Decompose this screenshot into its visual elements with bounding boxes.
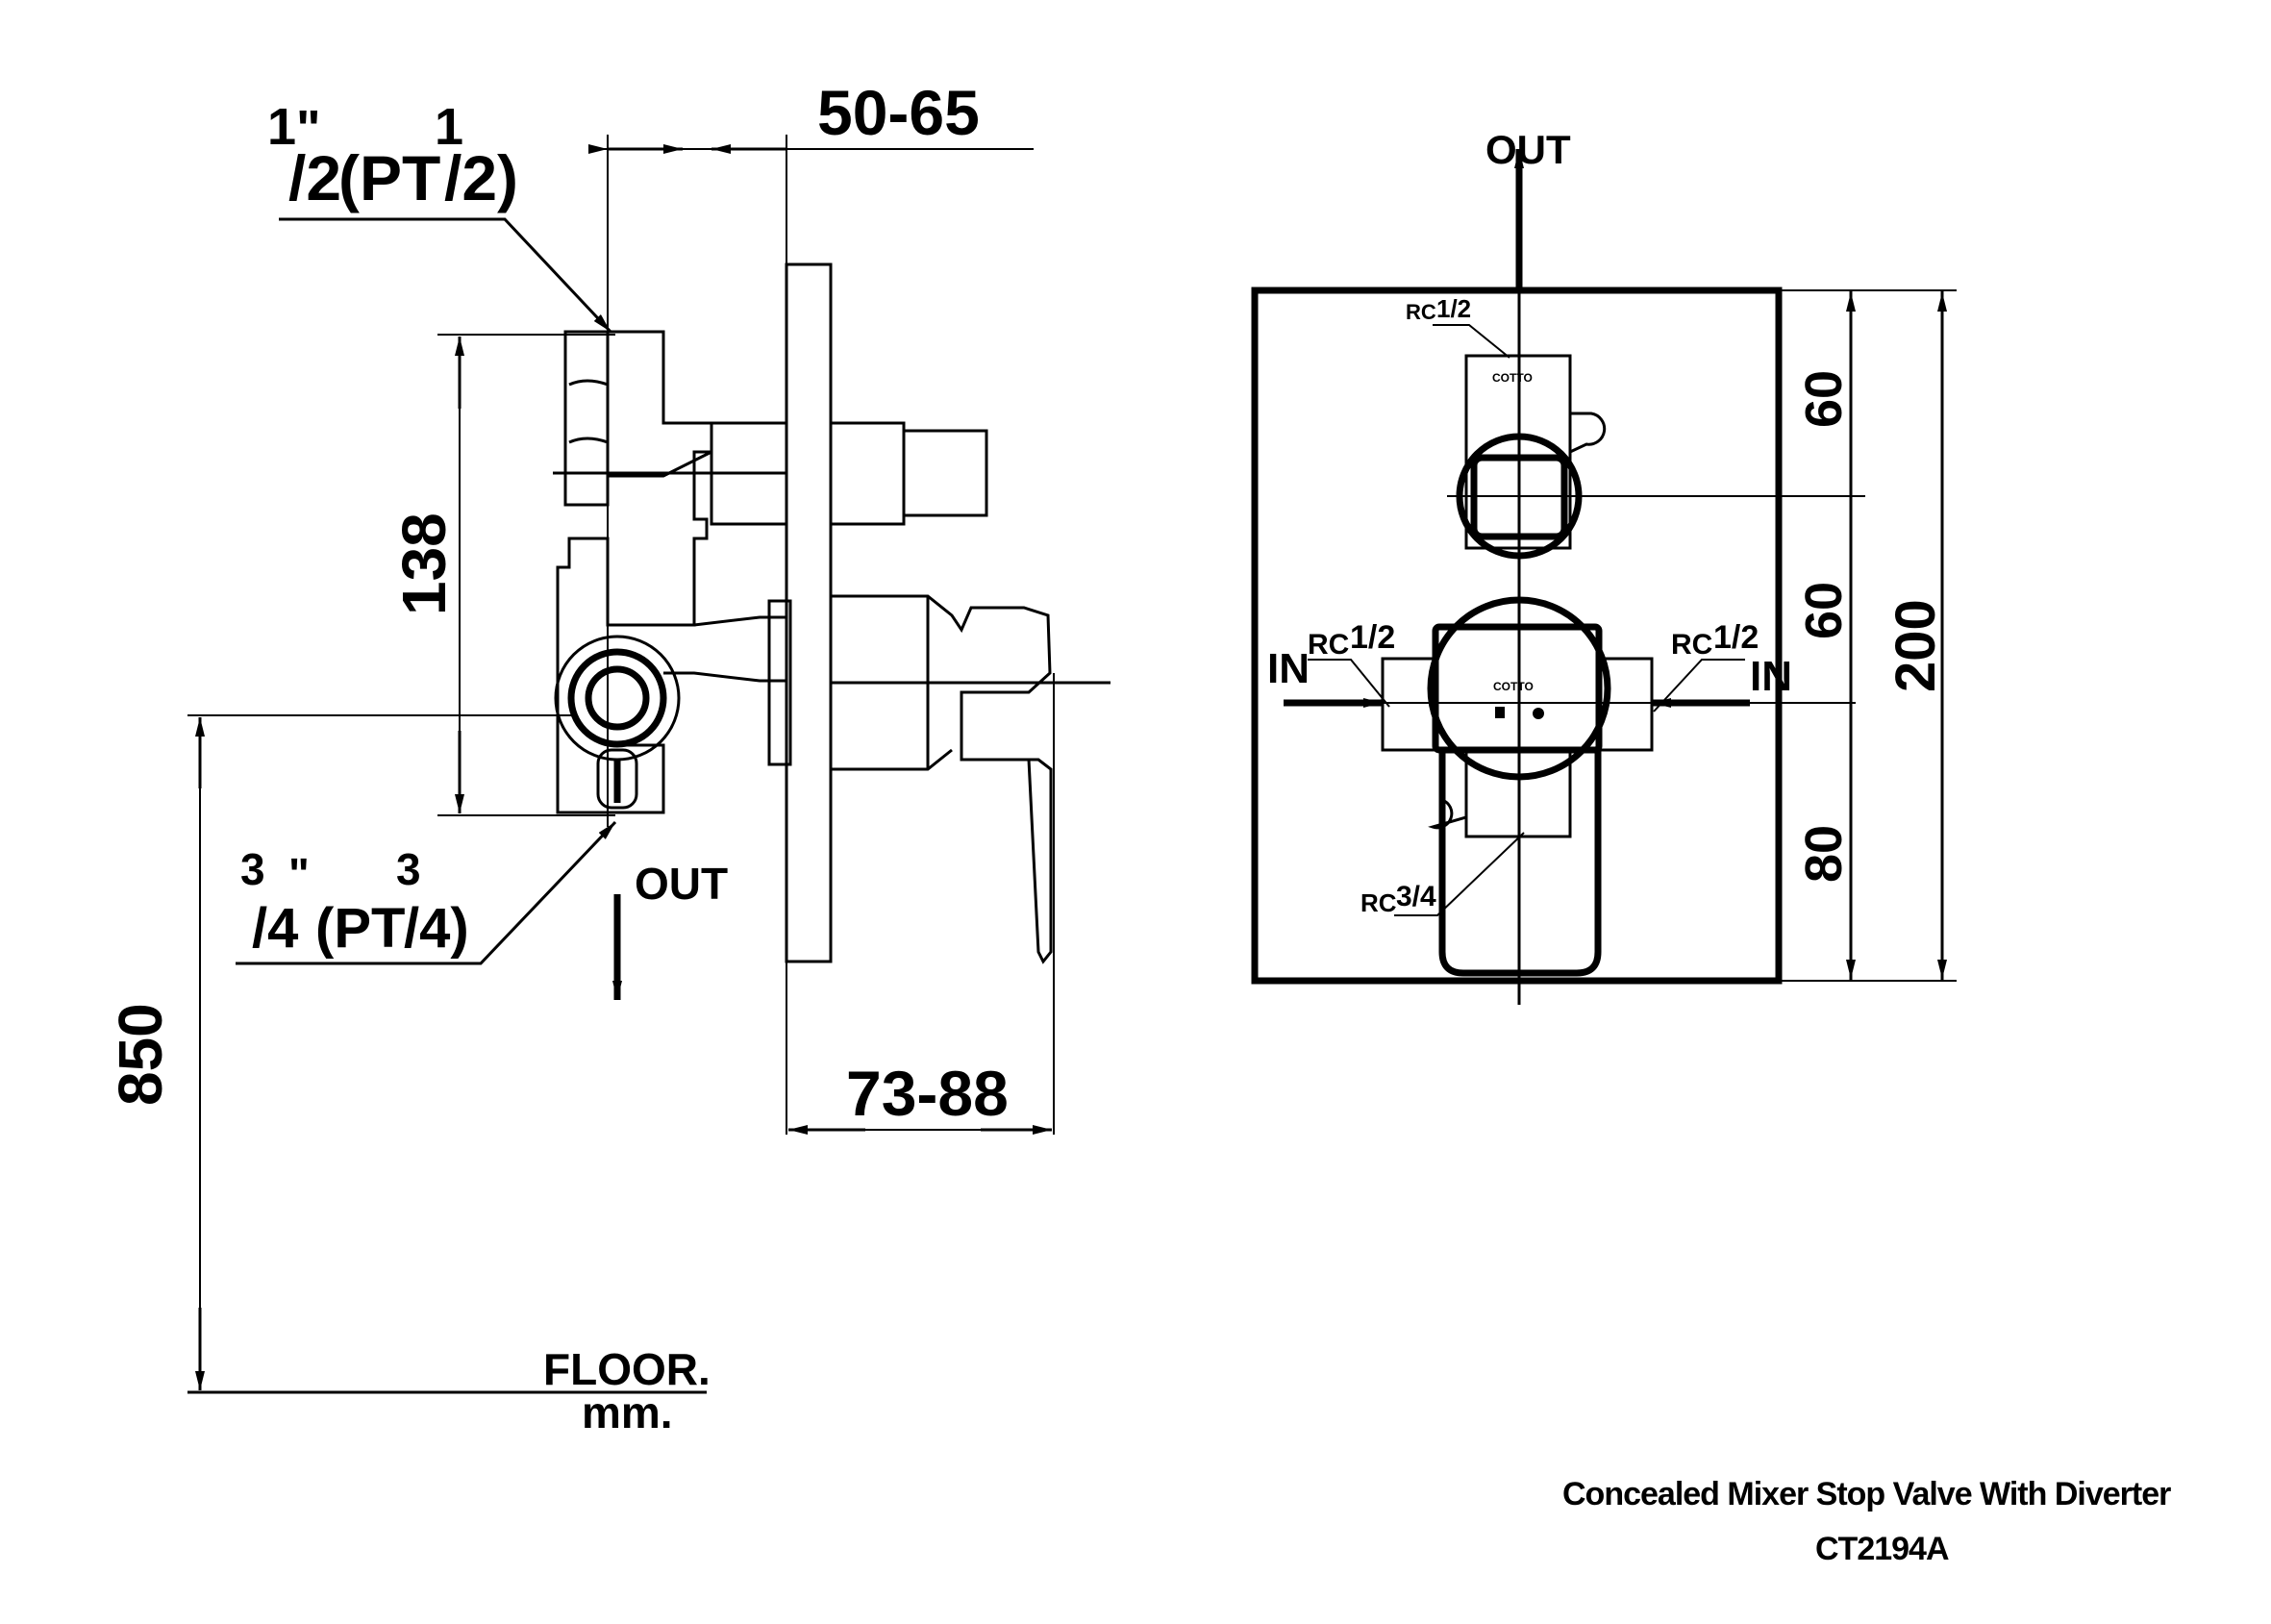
outlet-leader [236,820,617,965]
front-view: OUT COTTO COTTO IN IN RC 1/2 [1251,127,1957,1005]
outlet-size-den2: /4) [404,897,469,960]
inlet-size-num2: 1 [435,98,463,156]
in-label-right: IN [1750,653,1792,700]
port-bottom-size: 3/4 [1396,881,1436,912]
dim-middle: 60 [1795,582,1853,639]
outlet-size-label: 3 /4 " (PT 3 /4) [240,844,469,960]
port-label-left: RC 1/2 [1308,619,1395,708]
diverter-knob [829,421,988,526]
wall-plate [785,262,833,963]
diverter-tab [1569,412,1607,454]
outlet-size-quote: " [288,849,310,899]
in-label-left: IN [1267,645,1310,692]
floor-label: FLOOR. [543,1344,711,1394]
logo-center: COTTO [1493,680,1534,693]
port-left-size: 1/2 [1350,619,1395,656]
outlet-size-den: /4 [252,897,298,960]
dim-top: 60 [1795,370,1853,428]
port-right-size: 1/2 [1713,619,1759,656]
logo-top: COTTO [1492,371,1533,385]
port-right-rc: RC [1671,629,1712,661]
dim-handle-projection: 73-88 [846,1058,1009,1129]
dim-total: 200 [1884,599,1947,692]
lever-handle [831,594,1111,964]
port-left-leader [1308,659,1390,708]
inlet-size-den2: /2) [444,142,518,213]
side-view: 50-65 1 /2 " (PT 1 /2) [106,77,1111,1437]
indicator-hot [1495,707,1505,718]
port-bottom-rc: RC [1360,888,1397,917]
dim-body-height: 138 [389,512,459,615]
unit-label: mm. [582,1387,673,1437]
outlet-size-pt: (PT [315,897,405,960]
plate-ring [767,599,792,766]
port-label-top: RC 1/2 [1406,294,1510,359]
inlet-size-pt: (PT [338,142,440,213]
cover-plate [1251,287,1783,985]
out-label-front: OUT [1485,127,1571,172]
model-code: CT2194A [1815,1531,1950,1567]
inlet-size-label: 1 /2 " (PT 1 /2) [267,98,518,213]
outlet-tab [1428,798,1467,830]
dim-height-from-floor: 850 [106,1003,175,1106]
port-top-size: 1/2 [1436,294,1471,323]
mixer-ring [1427,596,1611,781]
valve-body [553,330,788,814]
port-label-right: RC 1/2 [1653,619,1759,712]
dim-wall-depth: 50-65 [817,77,980,148]
inlet-size-num: 1 [267,98,296,156]
outlet-size-num2: 3 [396,844,421,894]
port-right-leader [1653,659,1745,712]
inlet-size-quote: " [296,100,321,158]
inlet-size-den: /2 [288,142,341,213]
port-label-bottom: RC 3/4 [1360,832,1525,917]
out-label-side: OUT [635,859,728,909]
dim-bottom: 80 [1795,825,1853,883]
inlet-left-body [1381,657,1438,752]
lever-front [1438,750,1602,977]
outlet-housing [1464,748,1572,838]
port-bottom-leader [1394,832,1525,916]
port-top-leader [1433,324,1510,359]
port-left-rc: RC [1308,629,1349,661]
inlet-leader [279,217,612,334]
product-name: Concealed Mixer Stop Valve With Diverter [1562,1476,2171,1512]
port-top-rc: RC [1406,300,1436,324]
indicator-cold [1533,708,1544,719]
outlet-size-num: 3 [240,844,265,894]
